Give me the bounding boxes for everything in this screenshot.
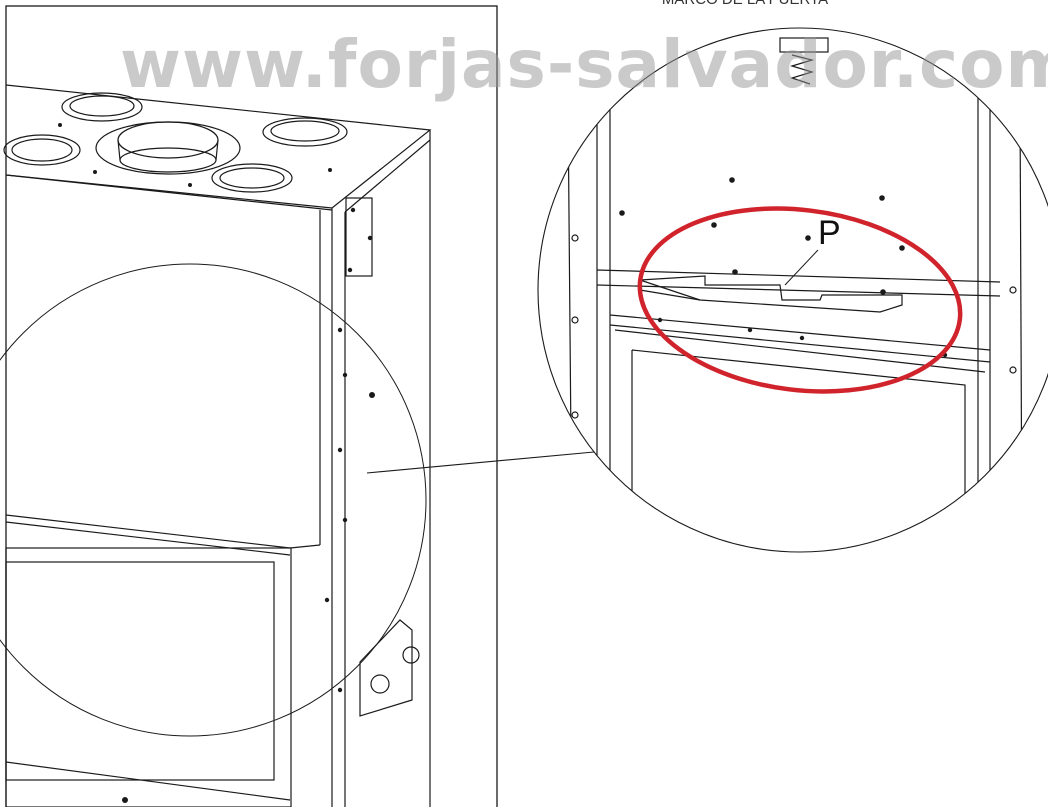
- highlight-ellipse: [637, 206, 963, 394]
- door-glass: [631, 349, 966, 552]
- collar-1: [61, 92, 143, 122]
- magnifier-circle: [537, 27, 1048, 553]
- magnified-detail: [537, 27, 1048, 553]
- leader-line: [366, 451, 595, 474]
- spring-fixture: [779, 37, 829, 53]
- side-bracket: [359, 619, 413, 717]
- stove-overview: [0, 5, 498, 807]
- collar-2: [3, 134, 81, 166]
- door-frame-caption: MARCO DE LA PUERTA: [600, 0, 890, 8]
- collar-4: [211, 163, 293, 193]
- detail-circle: [0, 263, 427, 737]
- glass-window: [5, 561, 275, 781]
- part-p: [639, 275, 903, 313]
- collar-3: [262, 117, 348, 147]
- top-surface: [5, 84, 432, 209]
- callout-label-p: P: [818, 214, 841, 252]
- frame-border: [5, 5, 498, 807]
